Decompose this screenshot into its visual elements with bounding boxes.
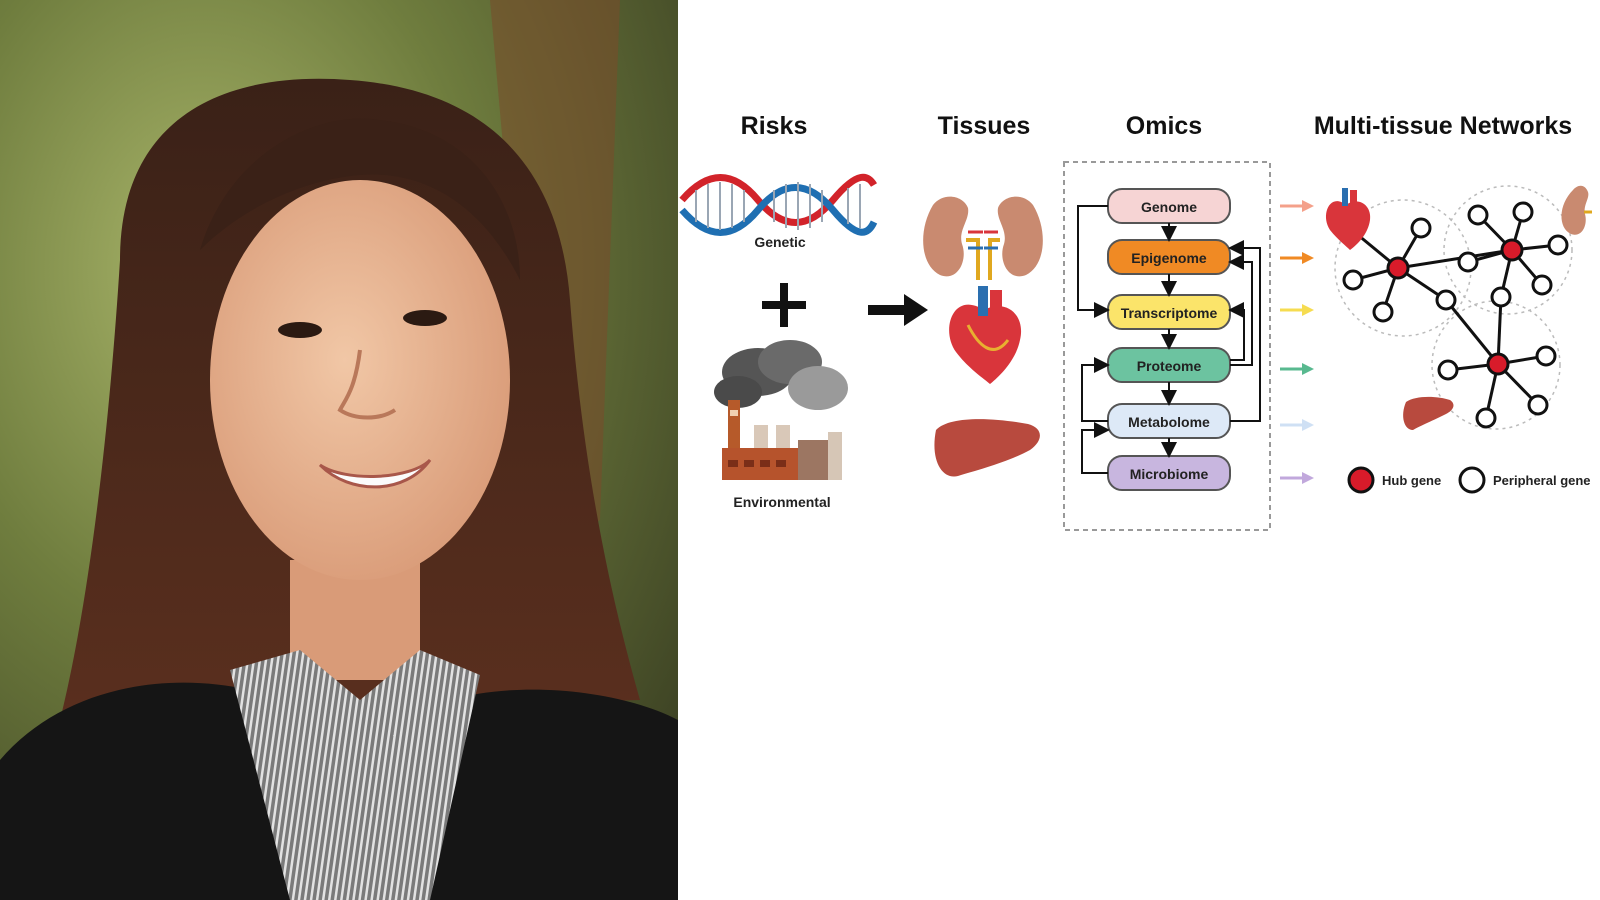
omics-connectors [1077, 205, 1261, 474]
legend-peripheral-label: Peripheral gene [1493, 473, 1591, 488]
omics-label-genome: Genome [1141, 199, 1197, 215]
header-tissues: Tissues [938, 112, 1031, 140]
omics-layer: Epigenome [1107, 239, 1231, 275]
omics-label-transcriptome: Transcriptome [1121, 305, 1218, 321]
label-environmental: Environmental [733, 494, 830, 510]
header-omics: Omics [1126, 112, 1202, 140]
network-graph [1334, 185, 1573, 430]
header-networks: Multi-tissue Networks [1314, 112, 1572, 140]
face [210, 180, 510, 580]
legend-peripheral-swatch [1458, 466, 1486, 494]
nose [337, 349, 397, 420]
right-eye [403, 310, 447, 326]
omics-layer: Microbiome [1107, 455, 1231, 491]
legend-hub-swatch [1347, 466, 1375, 494]
plus-icon [762, 283, 806, 327]
factory-icon [714, 340, 848, 480]
dna-icon [679, 173, 878, 236]
portrait-photo [0, 0, 678, 900]
multi-omics-diagram: Risks Tissues Omics Multi-tissue Network… [679, 112, 1592, 531]
header-risks: Risks [741, 112, 808, 140]
label-genetic: Genetic [754, 234, 806, 250]
omics-label-epigenome: Epigenome [1131, 250, 1207, 266]
left-eye [278, 322, 322, 338]
heart-icon [949, 286, 1022, 384]
omics-label-proteome: Proteome [1137, 358, 1202, 374]
legend: Hub gene Peripheral gene [1347, 466, 1591, 494]
omics-label-metabolome: Metabolome [1128, 414, 1210, 430]
blazer [0, 682, 678, 900]
hair-fringe [200, 118, 520, 280]
omics-layer: Genome [1107, 188, 1231, 224]
omics-layer: Proteome [1107, 347, 1231, 383]
omics-frame [1063, 161, 1271, 531]
smile [318, 458, 432, 489]
omics-label-microbiome: Microbiome [1130, 466, 1209, 482]
omics-to-network-arrows [1280, 200, 1314, 484]
risk-to-tissue-arrow [868, 294, 928, 326]
network-liver-icon [1403, 396, 1454, 430]
network-kidney-icon [1561, 185, 1592, 235]
legend-hub-label: Hub gene [1382, 473, 1441, 488]
network-heart-icon [1325, 188, 1371, 250]
striped-shirt [230, 650, 480, 900]
omics-layer: Metabolome [1107, 403, 1231, 439]
omics-layer: Transcriptome [1107, 294, 1231, 330]
kidney-icon [923, 196, 1043, 280]
liver-icon [934, 419, 1040, 477]
